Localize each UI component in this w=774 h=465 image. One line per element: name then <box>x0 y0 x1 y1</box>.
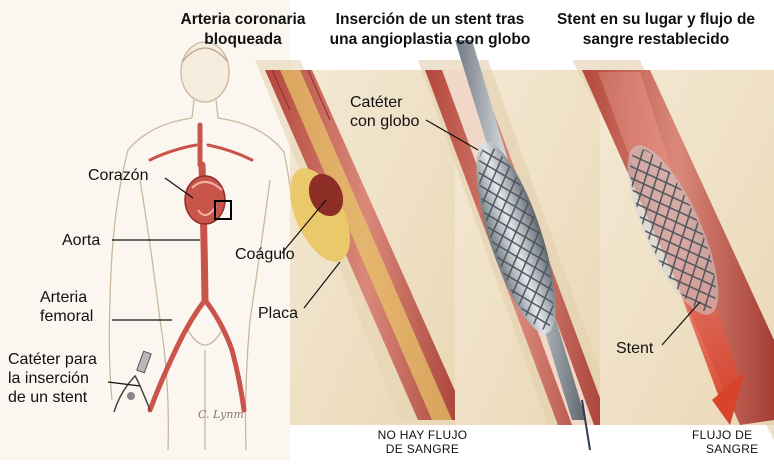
heading-restored: Stent en su lugar y flujo de sangre rest… <box>543 10 769 50</box>
label-femoral: Arteria femoral <box>40 288 93 326</box>
label-catheter-insert: Catéter para la inserción de un stent <box>8 350 97 407</box>
label-aorta: Aorta <box>62 231 100 250</box>
caption-flow: FLUJO DE SANGRE <box>692 428 772 456</box>
caption-no-flow: NO HAY FLUJO DE SANGRE <box>360 428 485 456</box>
panel-restored <box>572 60 774 440</box>
label-clot: Coágulo <box>235 245 295 264</box>
signature: C. Lynm <box>198 408 244 421</box>
label-stent: Stent <box>616 339 653 358</box>
label-plaque: Placa <box>258 304 298 323</box>
label-balloon-catheter: Catéter con globo <box>350 93 419 131</box>
heading-blocked: Arteria coronaria bloqueada <box>168 10 318 50</box>
label-heart: Corazón <box>88 166 148 185</box>
heading-insertion: Inserción de un stent tras una angioplas… <box>320 10 540 50</box>
